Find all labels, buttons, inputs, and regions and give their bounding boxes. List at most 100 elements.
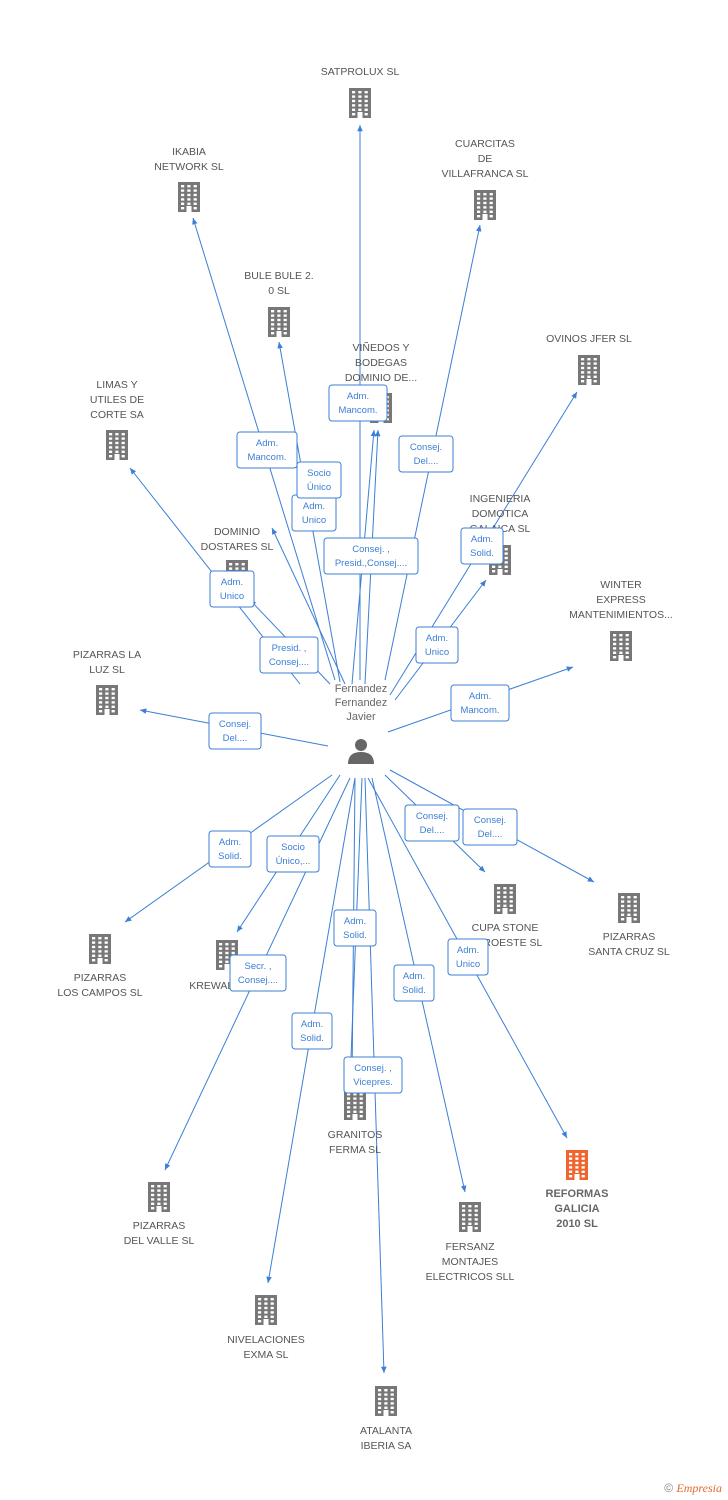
relation-label[interactable]: Consej. ,Vicepres.	[343, 1056, 403, 1094]
company-label[interactable]: UTILES DE	[90, 394, 144, 406]
company-label[interactable]: BODEGAS	[355, 357, 407, 369]
building-icon[interactable]	[89, 934, 111, 964]
building-icon[interactable]	[610, 631, 632, 661]
company-node-pizarras_campos[interactable]: PIZARRAS LOS CAMPOS SL	[57, 934, 143, 999]
relation-label[interactable]: Adm.Unico	[447, 938, 489, 976]
relation-label[interactable]: Adm.Mancom.	[450, 684, 510, 722]
company-label[interactable]: VILLAFRANCA SL	[442, 168, 529, 180]
building-icon[interactable]	[494, 884, 516, 914]
relation-label[interactable]: Presid. ,Consej....	[259, 636, 319, 674]
relation-label[interactable]: Adm.Unico	[415, 626, 459, 664]
company-label[interactable]: REFORMAS	[546, 1188, 609, 1200]
relation-label[interactable]: Adm.Solid.	[208, 830, 252, 868]
company-label[interactable]: 0 SL	[268, 285, 290, 297]
company-label[interactable]: GRANITOS	[328, 1129, 383, 1141]
company-label[interactable]: EXMA SL	[244, 1349, 289, 1361]
company-label[interactable]: 2010 SL	[556, 1218, 598, 1230]
relation-label[interactable]: Adm.Mancom.	[236, 431, 298, 469]
company-node-cuarcitas[interactable]: CUARCITAS DE VILLAFRANCA SL	[442, 138, 529, 220]
company-node-winter[interactable]: WINTER EXPRESS MANTENIMIENTOS...	[569, 579, 673, 661]
company-label[interactable]: MANTENIMIENTOS...	[569, 609, 673, 621]
building-icon[interactable]	[178, 182, 200, 212]
company-label[interactable]: OVINOS JFER SL	[546, 333, 632, 345]
company-label[interactable]: DE	[478, 153, 493, 165]
company-label[interactable]: VIÑEDOS Y	[353, 341, 410, 354]
company-label[interactable]: FERMA SL	[329, 1144, 381, 1156]
company-label[interactable]: LIMAS Y	[96, 379, 137, 391]
relation-label[interactable]: Consej.Del....	[404, 804, 460, 842]
relation-label[interactable]: Adm.Unico	[209, 570, 255, 608]
company-label[interactable]: SANTA CRUZ SL	[588, 946, 670, 958]
company-label[interactable]: PIZARRAS	[603, 931, 656, 943]
relation-label[interactable]: Adm.Solid.	[291, 1012, 333, 1050]
company-label[interactable]: EXPRESS	[596, 594, 646, 606]
building-icon[interactable]	[474, 190, 496, 220]
relation-label[interactable]: Adm.Mancom.	[328, 384, 388, 422]
company-label[interactable]: NIVELACIONES	[227, 1334, 305, 1346]
company-label[interactable]: IKABIA	[172, 146, 206, 158]
company-label[interactable]: DOMINIO DE...	[345, 372, 417, 384]
relation-label[interactable]: Adm.Solid.	[333, 909, 377, 947]
company-label[interactable]: GALICIA	[554, 1203, 599, 1215]
person-name[interactable]: Fernandez	[335, 697, 388, 709]
company-label[interactable]: BULE BULE 2.	[244, 270, 313, 282]
building-icon[interactable]	[268, 307, 290, 337]
relation-label[interactable]: Adm.Solid.	[460, 527, 504, 565]
company-label[interactable]: INGENIERIA	[470, 493, 531, 505]
company-node-pizarras_santa[interactable]: PIZARRAS SANTA CRUZ SL	[588, 893, 670, 958]
company-label[interactable]: WINTER	[600, 579, 642, 591]
building-icon[interactable]	[578, 355, 600, 385]
company-node-pizarras_valle[interactable]: PIZARRAS DEL VALLE SL	[124, 1182, 195, 1247]
building-icon[interactable]	[349, 88, 371, 118]
building-icon[interactable]	[566, 1150, 588, 1180]
company-label[interactable]: PIZARRAS	[74, 972, 127, 984]
relation-label[interactable]: Consej. ,Presid.,Consej....	[323, 537, 419, 575]
company-label[interactable]: NETWORK SL	[154, 161, 224, 173]
company-node-atalanta[interactable]: ATALANTA IBERIA SA	[360, 1386, 412, 1452]
company-node-ikabia[interactable]: IKABIA NETWORK SL	[154, 146, 224, 212]
company-label[interactable]: PIZARRAS	[133, 1220, 186, 1232]
company-label[interactable]: CUARCITAS	[455, 138, 515, 150]
company-node-nivelaciones[interactable]: NIVELACIONES EXMA SL	[227, 1295, 305, 1361]
relation-label[interactable]: Secr. ,Consej....	[229, 954, 287, 992]
person-name[interactable]: Javier	[346, 711, 376, 723]
building-icon[interactable]	[255, 1295, 277, 1325]
building-icon[interactable]	[106, 430, 128, 460]
company-label[interactable]: DEL VALLE SL	[124, 1235, 195, 1247]
company-node-satprolux[interactable]: SATPROLUX SL	[321, 66, 400, 118]
building-icon[interactable]	[618, 893, 640, 923]
company-label[interactable]: PIZARRAS LA	[73, 649, 141, 661]
building-icon[interactable]	[96, 685, 118, 715]
company-node-reformas[interactable]: REFORMAS GALICIA 2010 SL	[546, 1150, 609, 1230]
building-icon[interactable]	[375, 1386, 397, 1416]
company-label[interactable]: LOS CAMPOS SL	[57, 987, 142, 999]
relation-label[interactable]: Consej.Del....	[208, 712, 262, 750]
company-label[interactable]: IBERIA SA	[361, 1440, 412, 1452]
relation-label[interactable]: SocioÚnico,...	[266, 835, 320, 873]
company-label[interactable]: ELECTRICOS SLL	[426, 1271, 515, 1283]
relation-label[interactable]: Adm.Unico	[291, 494, 337, 532]
company-node-bule[interactable]: BULE BULE 2. 0 SL	[244, 270, 314, 337]
relation-label[interactable]: Consej.Del....	[462, 808, 518, 846]
company-label[interactable]: ATALANTA	[360, 1425, 412, 1437]
company-label[interactable]: DOMINIO	[214, 526, 260, 538]
company-node-fersanz[interactable]: FERSANZ MONTAJES ELECTRICOS SLL	[426, 1202, 515, 1283]
company-label[interactable]: DOMOTICA	[472, 508, 529, 520]
brand-logo[interactable]: Empresia	[676, 1481, 722, 1495]
company-label[interactable]: CUPA STONE	[472, 922, 539, 934]
relation-label[interactable]: Consej.Del....	[398, 435, 454, 473]
company-label[interactable]: SATPROLUX SL	[321, 66, 400, 78]
building-icon[interactable]	[148, 1182, 170, 1212]
company-label[interactable]: MONTAJES	[442, 1256, 498, 1268]
relation-label[interactable]: Adm.Solid.	[393, 964, 435, 1002]
company-node-granitos[interactable]: GRANITOS FERMA SL	[328, 1090, 383, 1156]
company-label[interactable]: FERSANZ	[445, 1241, 495, 1253]
company-node-ovinos[interactable]: OVINOS JFER SL	[546, 333, 632, 385]
building-icon[interactable]	[344, 1090, 366, 1120]
person-name[interactable]: Fernandez	[335, 683, 388, 695]
building-icon[interactable]	[459, 1202, 481, 1232]
